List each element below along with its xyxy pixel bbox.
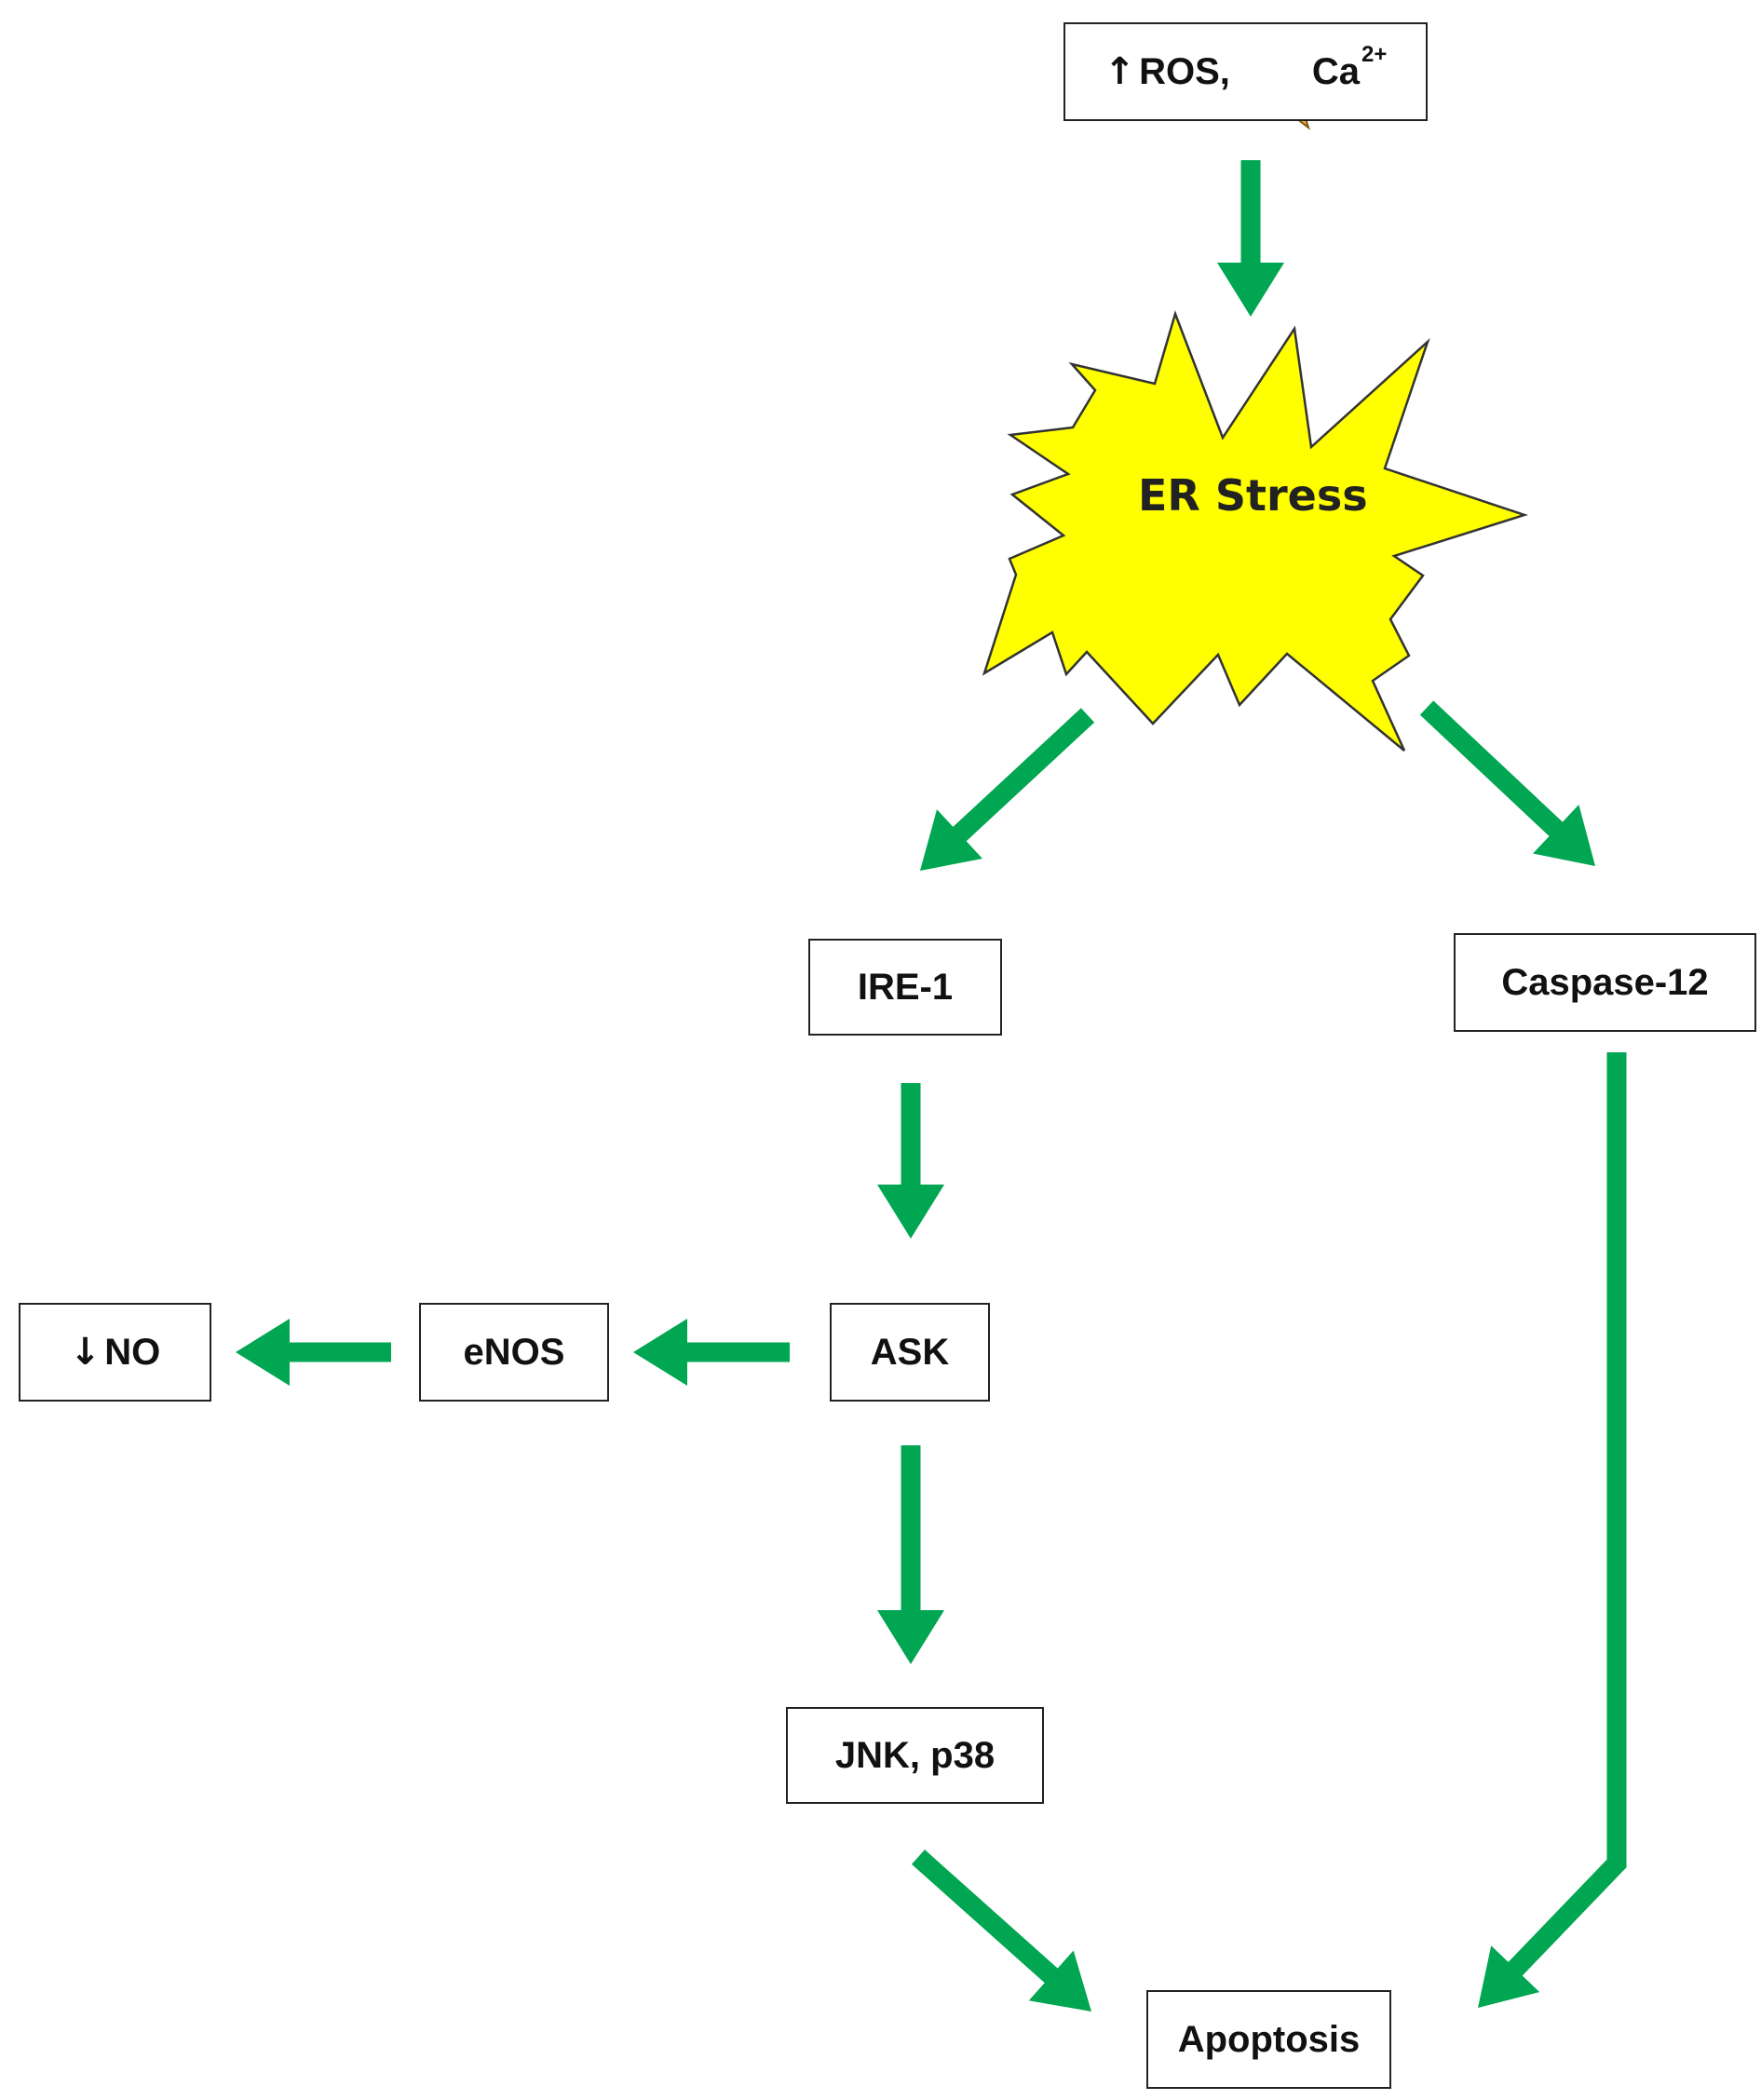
arrow-trigger-to-er-stress — [1217, 160, 1284, 317]
down-arrow-icon: ↓ — [69, 1331, 102, 1374]
er-stress-label: ER Stress — [1138, 470, 1368, 521]
arrow-er-stress-to-ire1 — [920, 708, 1095, 871]
up-arrow-icon: ↑ — [1104, 50, 1136, 93]
jnk-p38-box: JNK, p38 — [786, 1707, 1044, 1804]
arrow-ask-to-jnk-p38-head — [877, 1610, 944, 1664]
no-label: NO — [104, 1331, 161, 1373]
arrow-jnk-p38-to-apoptosis — [912, 1849, 1091, 2012]
apoptosis-box: Apoptosis — [1146, 1990, 1391, 2089]
arrow-caspase12-to-apoptosis-head — [1478, 1945, 1540, 2008]
arrow-layer — [236, 160, 1627, 2012]
no-box: ↓ NO — [19, 1303, 211, 1402]
arrow-enos-to-no — [236, 1319, 391, 1386]
arrow-jnk-p38-to-apoptosis-head — [1028, 1950, 1091, 2012]
arrow-er-stress-to-ire1-head — [920, 809, 983, 871]
arrow-enos-to-no-head — [236, 1319, 290, 1386]
arrow-caspase12-to-apoptosis — [1478, 1052, 1627, 2008]
arrow-er-stress-to-caspase12-shaft — [1419, 700, 1565, 839]
arrow-er-stress-to-ire1-shaft — [950, 708, 1095, 844]
arrow-ire1-to-ask-head — [877, 1185, 944, 1239]
arrow-ask-to-jnk-p38 — [877, 1445, 944, 1664]
ros-label: ROS, — [1139, 50, 1230, 92]
arrow-ask-to-enos — [633, 1319, 790, 1386]
ca-charge: 2+ — [1361, 42, 1388, 67]
caspase12-box: Caspase-12 — [1454, 933, 1756, 1032]
ca-label: Ca — [1311, 50, 1361, 92]
arrow-er-stress-to-caspase12 — [1419, 700, 1595, 866]
arrow-er-stress-to-caspase12-head — [1533, 805, 1595, 866]
arrow-trigger-to-er-stress-head — [1217, 263, 1284, 317]
ask-box: ASK — [830, 1303, 990, 1402]
arrow-ire1-to-ask — [877, 1083, 944, 1239]
er-stress-burst — [982, 310, 1529, 752]
enos-box: eNOS — [419, 1303, 609, 1402]
arrow-caspase12-to-apoptosis-shaft — [1505, 1052, 1627, 1979]
arrow-ask-to-enos-head — [633, 1319, 687, 1386]
ire1-box: IRE-1 — [808, 939, 1002, 1036]
arrow-jnk-p38-to-apoptosis-shaft — [912, 1849, 1061, 1985]
